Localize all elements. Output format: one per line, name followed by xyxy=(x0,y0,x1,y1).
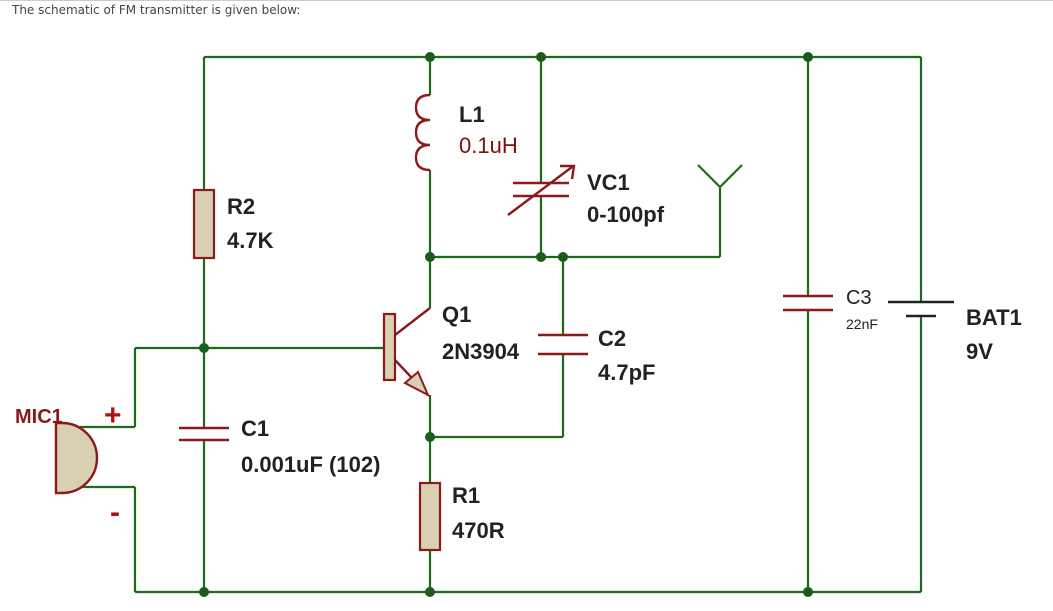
junction-nodes xyxy=(199,52,813,597)
caption-text: The schematic of FM transmitter is given… xyxy=(12,3,301,17)
vc1-ref: VC1 xyxy=(587,170,630,195)
c3-value: 22nF xyxy=(846,316,878,332)
bat1-value: 9V xyxy=(966,339,993,364)
top-divider xyxy=(0,0,1053,1)
c1-capacitor xyxy=(179,426,229,442)
q1-value: 2N3904 xyxy=(442,339,520,364)
vc1-value: 0-100pf xyxy=(587,202,665,227)
bat1-ref: BAT1 xyxy=(966,305,1022,330)
node-base xyxy=(199,343,209,353)
q1-transistor xyxy=(382,307,431,398)
node-top-vc1 xyxy=(536,52,546,62)
r2-resistor xyxy=(192,188,216,260)
node-bottom-c1 xyxy=(199,587,209,597)
r2-value: 4.7K xyxy=(227,228,274,253)
r1-resistor xyxy=(418,481,442,552)
node-top-c3 xyxy=(803,52,813,62)
c2-value: 4.7pF xyxy=(598,360,655,385)
mic1-minus-sign: - xyxy=(110,496,120,529)
c2-capacitor xyxy=(538,333,588,356)
mic1-plus-sign: + xyxy=(104,399,122,432)
c2-ref: C2 xyxy=(598,326,626,351)
c3-capacitor xyxy=(783,294,833,312)
node-emitter xyxy=(425,432,435,442)
node-top-l1 xyxy=(425,52,435,62)
vc1-variable-capacitor xyxy=(507,164,576,216)
r1-value: 470R xyxy=(452,518,505,543)
r1-ref: R1 xyxy=(452,483,480,508)
mic1-microphone xyxy=(54,421,99,495)
node-vc1-bottom xyxy=(536,252,546,262)
l1-inductor xyxy=(414,93,431,172)
r2-ref: R2 xyxy=(227,194,255,219)
node-c2-top xyxy=(558,252,568,262)
antenna-icon xyxy=(697,164,743,188)
node-bottom-r1 xyxy=(425,587,435,597)
q1-ref: Q1 xyxy=(442,302,471,327)
c1-value: 0.001uF (102) xyxy=(241,452,380,477)
node-collector xyxy=(425,252,435,262)
node-bottom-c3 xyxy=(803,587,813,597)
c1-ref: C1 xyxy=(241,416,269,441)
l1-ref: L1 xyxy=(459,102,485,127)
l1-value: 0.1uH xyxy=(459,133,518,158)
bat1-battery xyxy=(888,300,954,318)
wires xyxy=(80,55,923,594)
c3-ref: C3 xyxy=(846,287,872,309)
mic1-ref: MIC1 xyxy=(15,406,63,428)
